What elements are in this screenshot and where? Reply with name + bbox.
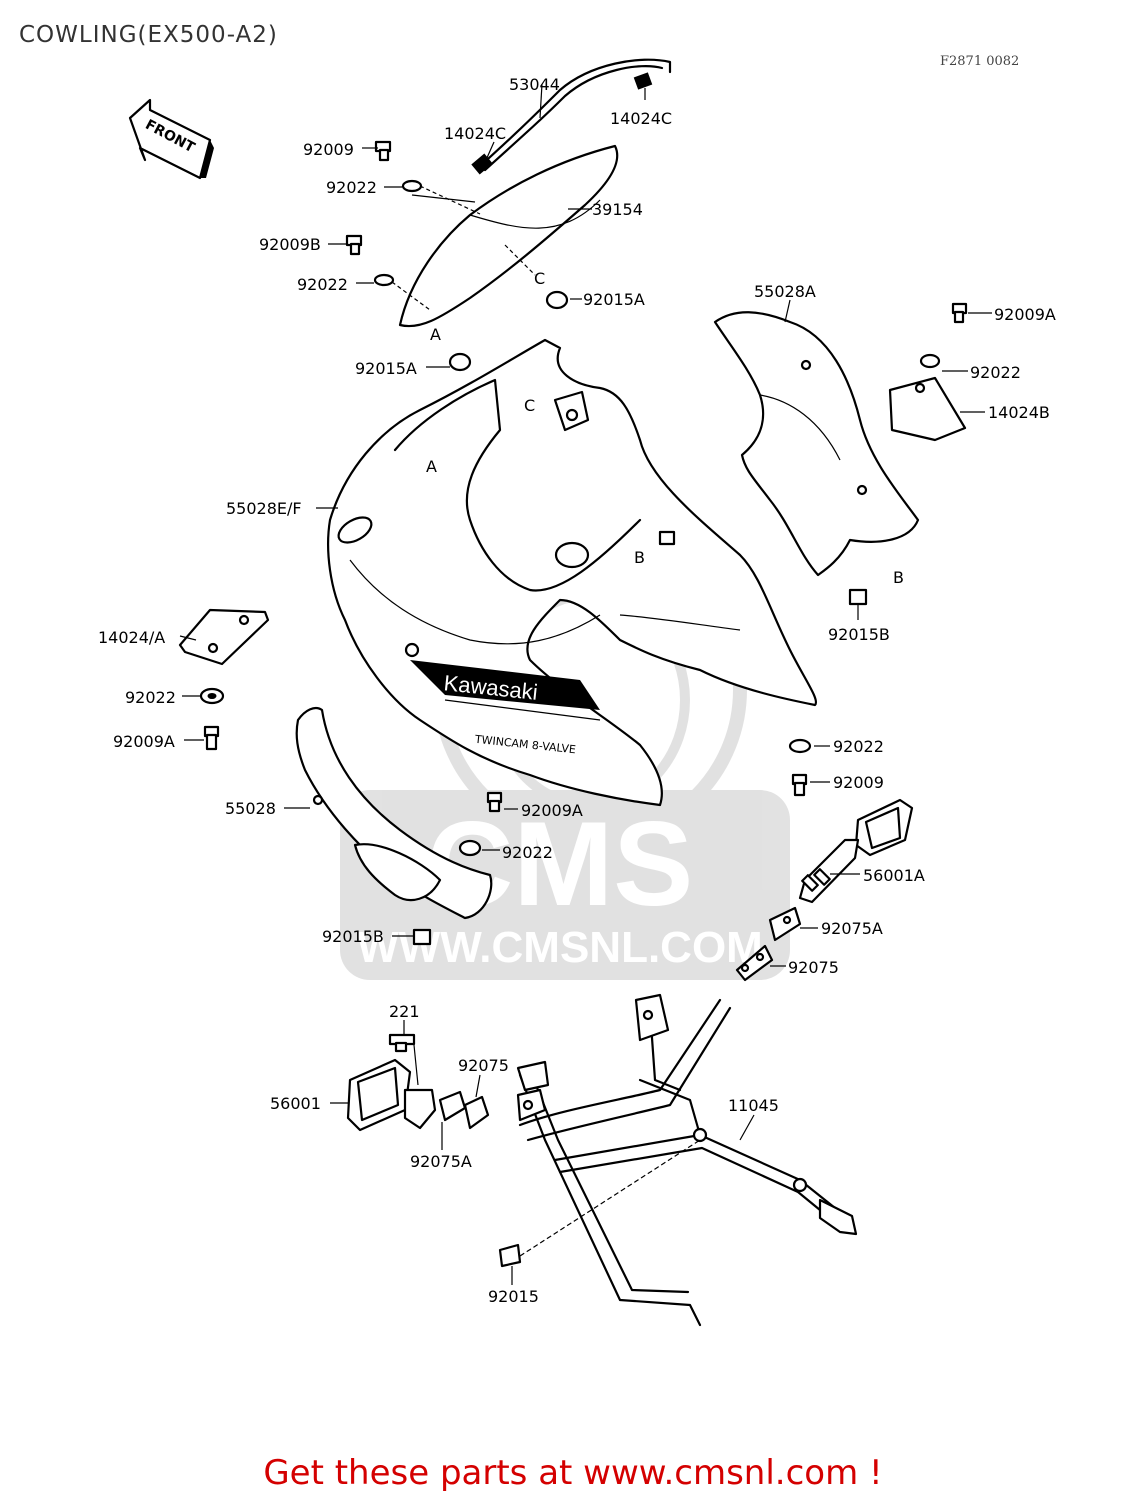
reference-code: F2871 0082 <box>940 54 1020 69</box>
clip-B-cowling <box>658 530 676 546</box>
bracket-14024A <box>178 608 270 666</box>
label-92075A-left: 92075A <box>410 1152 472 1171</box>
mirror-56001 <box>346 1058 437 1132</box>
mirror-56001A <box>798 798 914 904</box>
cowling-inner-edge <box>393 378 642 592</box>
windscreen-39154 <box>398 144 619 328</box>
grommet-92015A-c <box>545 290 569 310</box>
bracket-14024B <box>888 376 967 442</box>
bolt-92009A-mid <box>486 791 503 813</box>
label-11045: 11045 <box>728 1096 779 1115</box>
label-55028EF: 55028E/F <box>226 499 302 518</box>
front-arrow-icon: FRONT <box>128 98 214 180</box>
label-92009A-right: 92009A <box>994 305 1056 324</box>
grommet-92015A-a <box>448 352 472 372</box>
washer-92022-top1 <box>401 179 423 193</box>
label-92009B: 92009B <box>259 235 321 254</box>
label-92022-right: 92022 <box>970 363 1021 382</box>
label-92015B-right: 92015B <box>828 625 890 644</box>
inner-panel-line <box>759 394 841 461</box>
label-56001: 56001 <box>270 1094 321 1113</box>
page-title: COWLING(EX500-A2) <box>19 22 278 48</box>
exploded-parts-diagram: CMS WWW.CMSNL.COM FRONT Kawasaki TWI <box>98 58 1056 1327</box>
label-92015: 92015 <box>488 1287 539 1306</box>
watermark: CMS WWW.CMSNL.COM <box>340 533 790 980</box>
label-92022-top2: 92022 <box>297 275 348 294</box>
grommet-92015 <box>498 1243 522 1268</box>
label-14024B: 14024B <box>988 403 1050 422</box>
label-92075-left: 92075 <box>458 1056 509 1075</box>
label-92015B-left: 92015B <box>322 927 384 946</box>
marker-C-top: C <box>534 269 545 288</box>
plate-92075-left <box>463 1095 490 1130</box>
label-92015A-a: 92015A <box>355 359 417 378</box>
label-221: 221 <box>389 1002 420 1021</box>
washer-92022-mr <box>788 738 812 754</box>
windscreen-reflection <box>469 199 601 229</box>
washer-92022-right <box>919 353 941 369</box>
bolt-92009-mr <box>791 773 808 797</box>
label-92075-right: 92075 <box>788 958 839 977</box>
bolt-92009A-left <box>203 725 220 751</box>
bolt-92009-top <box>374 140 392 162</box>
washer-92022-top2 <box>373 273 395 287</box>
marker-C-cowl: C <box>524 396 535 415</box>
label-92022-mid: 92022 <box>502 843 553 862</box>
cable-53044-inner <box>483 65 664 172</box>
cable-53044 <box>476 58 672 170</box>
lower-panel-duct <box>353 843 442 902</box>
marker-A-top: A <box>430 325 441 344</box>
marker-B-right: B <box>893 568 904 587</box>
label-55028A: 55028A <box>754 282 816 301</box>
label-92075A-right: 92075A <box>821 919 883 938</box>
label-14024A: 14024/A <box>98 628 165 647</box>
label-92009-mr: 92009 <box>833 773 884 792</box>
clip-14024C-right <box>633 72 653 90</box>
label-55028: 55028 <box>225 799 276 818</box>
label-92009A-left: 92009A <box>113 732 175 751</box>
inner-panel-55028A <box>713 311 920 577</box>
label-92022-left: 92022 <box>125 688 176 707</box>
plate-92075A-left <box>438 1090 467 1122</box>
label-92015A-c: 92015A <box>583 290 645 309</box>
plate-92075A-right <box>768 906 802 942</box>
label-53044: 53044 <box>509 75 560 94</box>
stay-frame-11045 <box>516 993 858 1327</box>
footer-link[interactable]: Get these parts at www.cmsnl.com ! <box>263 1453 883 1493</box>
marker-A-cowl: A <box>426 457 437 476</box>
label-14024C-right: 14024C <box>610 109 672 128</box>
cowling-mount-hole <box>554 541 590 569</box>
clip-92015B-right <box>848 588 868 606</box>
label-14024C-left: 14024C <box>444 124 506 143</box>
cowling-body-line <box>349 559 601 645</box>
label-92009A-mid: 92009A <box>521 801 583 820</box>
bolt-92009B <box>345 234 363 256</box>
cowling-body-line-2 <box>619 614 741 631</box>
bolt-92009A-right <box>951 302 968 324</box>
marker-B-cowl: B <box>634 548 645 567</box>
label-92022-top1: 92022 <box>326 178 377 197</box>
label-92022-mr: 92022 <box>833 737 884 756</box>
label-56001A: 56001A <box>863 866 925 885</box>
washer-92022-mid <box>458 839 482 857</box>
clip-92015B-left <box>412 928 432 946</box>
cowling-duct <box>337 516 373 544</box>
leader-lines <box>179 83 992 1285</box>
bolt-221 <box>388 1033 416 1053</box>
label-39154: 39154 <box>592 200 643 219</box>
label-92009-top: 92009 <box>303 140 354 159</box>
